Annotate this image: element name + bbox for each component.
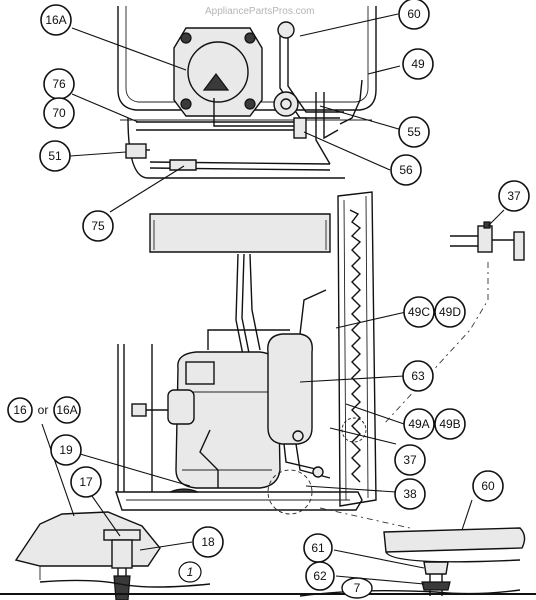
svg-text:1: 1	[187, 565, 194, 579]
callout-17: 17	[70, 466, 102, 498]
callout-61: 61	[303, 533, 333, 563]
callout-70: 70	[43, 97, 75, 129]
callout-56: 56	[390, 154, 422, 186]
svg-text:49A: 49A	[408, 417, 429, 431]
svg-text:16A: 16A	[56, 403, 77, 417]
callout-38: 38	[394, 478, 426, 510]
svg-text:7: 7	[354, 581, 361, 595]
watermark-text: AppliancePartsPros.com	[205, 6, 315, 17]
callout-62: 62	[305, 561, 335, 591]
callout-49A: 49A	[403, 408, 435, 440]
condenser-coil	[337, 191, 377, 507]
callout-75: 75	[82, 210, 114, 242]
svg-text:70: 70	[52, 106, 66, 120]
svg-text:17: 17	[79, 475, 93, 489]
callout-60-bottom: 60	[472, 470, 504, 502]
callout-60-top: 60	[398, 0, 430, 30]
detail-circle-coil	[341, 417, 367, 443]
callout-16A-left: 16A	[53, 396, 81, 424]
svg-text:37: 37	[507, 189, 521, 203]
compressor-foot-detail	[14, 511, 211, 600]
svg-text:76: 76	[52, 77, 66, 91]
top-capillary-and-valve	[125, 143, 331, 171]
base-pan	[115, 488, 363, 511]
leader-lines	[41, 13, 505, 585]
svg-text:16: 16	[13, 403, 27, 417]
svg-text:60: 60	[407, 7, 421, 21]
accumulator	[267, 333, 313, 445]
callout-55: 55	[398, 116, 430, 148]
svg-text:16A: 16A	[45, 13, 66, 27]
callout-37-mid: 37	[394, 444, 426, 476]
compressor-top-view	[173, 27, 263, 117]
grommet-detail	[299, 527, 526, 597]
callout-49C: 49C	[403, 296, 435, 328]
callout-49D: 49D	[434, 296, 466, 328]
callout-16A-top: 16A	[40, 4, 72, 36]
callout-76: 76	[43, 68, 75, 100]
coil-top-cover	[149, 213, 331, 253]
svg-text:37: 37	[403, 453, 417, 467]
callout-49: 49	[402, 48, 434, 80]
svg-text:55: 55	[407, 125, 421, 139]
svg-text:49: 49	[411, 57, 425, 71]
callout-1: 1	[178, 561, 202, 583]
callout-18: 18	[192, 526, 224, 558]
svg-text:63: 63	[411, 369, 425, 383]
suction-tubing	[199, 289, 331, 488]
callout-16: 16	[7, 397, 33, 423]
or-label: or	[38, 403, 49, 417]
svg-text:56: 56	[399, 163, 413, 177]
leader-to-valve-37	[383, 262, 489, 425]
svg-text:60: 60	[481, 479, 495, 493]
callout-7: 7	[341, 577, 373, 599]
callout-51: 51	[39, 140, 71, 172]
callout-37-right: 37	[498, 180, 530, 212]
leader-to-grommet-60	[319, 507, 411, 529]
detail-circle	[267, 469, 313, 515]
svg-text:18: 18	[201, 535, 215, 549]
svg-text:19: 19	[59, 443, 73, 457]
callout-63: 63	[402, 360, 434, 392]
svg-text:51: 51	[48, 149, 62, 163]
svg-text:62: 62	[313, 569, 327, 583]
liquid-line-drier	[131, 389, 195, 425]
svg-text:49B: 49B	[439, 417, 460, 431]
svg-text:75: 75	[91, 219, 105, 233]
callout-49B: 49B	[434, 408, 466, 440]
svg-text:38: 38	[403, 487, 417, 501]
svg-text:49D: 49D	[439, 305, 461, 319]
svg-text:49C: 49C	[408, 305, 430, 319]
svg-text:61: 61	[311, 541, 325, 555]
callout-19: 19	[50, 434, 82, 466]
service-valve-detail	[450, 221, 525, 261]
